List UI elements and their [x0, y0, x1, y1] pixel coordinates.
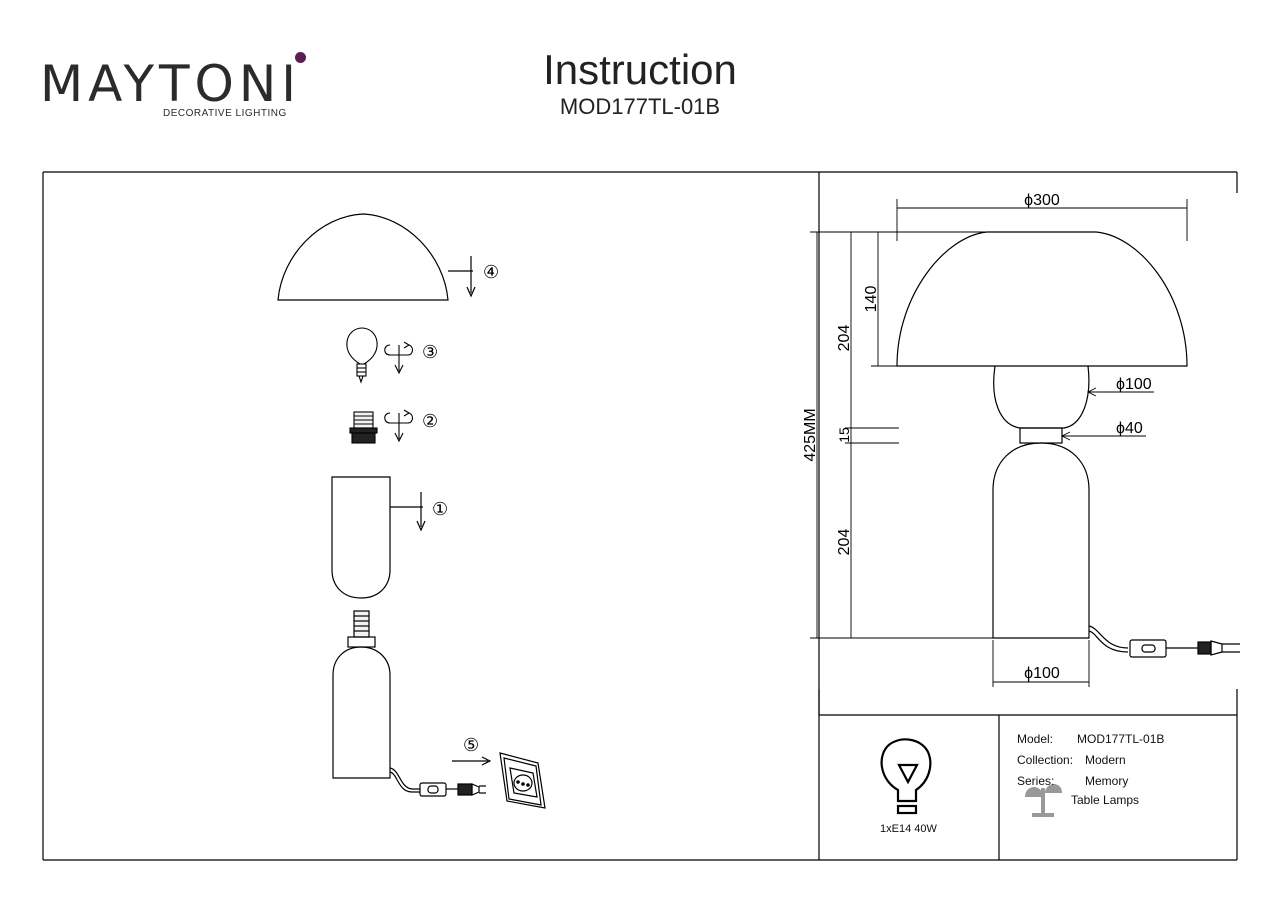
dim-lower-height: 204: [836, 529, 853, 556]
dimension-lines: [810, 199, 1188, 687]
step-2-label: ②: [422, 411, 438, 431]
dim-shade-diameter: ϕ300: [1024, 192, 1060, 209]
assembly-shade: [277, 213, 476, 301]
collection-value: Modern: [1085, 753, 1126, 767]
dim-upper-height: 204: [836, 325, 853, 352]
page-title: Instruction: [543, 46, 737, 93]
model-value: MOD177TL-01B: [1077, 732, 1165, 746]
dim-shade-height: 140: [863, 286, 880, 313]
step-4-label: ④: [483, 262, 499, 282]
series-value: Memory: [1085, 774, 1129, 788]
bulb-icon: [880, 738, 932, 815]
step-3-label: ③: [422, 342, 438, 362]
dim-holder-diameter: ϕ100: [1116, 376, 1152, 393]
brand-tagline: DECORATIVE LIGHTING: [163, 108, 287, 119]
dim-ring-diameter: ϕ40: [1116, 420, 1143, 437]
model-label: Model:: [1017, 732, 1054, 746]
brand-logo: MAYTONI DECORATIVE LIGHTING: [40, 46, 310, 126]
category-value: Table Lamps: [1071, 793, 1140, 807]
bulb-caption: 1xE14 40W: [880, 823, 937, 835]
dim-base-diameter: ϕ100: [1024, 665, 1060, 682]
brand-dot: [295, 52, 306, 63]
collection-label: Collection:: [1017, 753, 1074, 767]
assembly-upper-cover: [331, 476, 426, 599]
table-lamp-icon: [1025, 784, 1062, 817]
assembly-base: [332, 610, 492, 797]
page-model: MOD177TL-01B: [559, 94, 721, 119]
assembly-socket: [349, 409, 414, 444]
brand-name: MAYTONI: [40, 55, 302, 113]
step-1-label: ①: [432, 499, 448, 519]
step-5-label: ⑤: [463, 735, 479, 755]
dim-ring-height: 15: [836, 427, 852, 443]
wall-outlet-icon: [499, 752, 546, 809]
dim-total-height: 425MM: [802, 408, 819, 461]
series-label: Series:: [1017, 774, 1055, 788]
lamp-elevation: [896, 231, 1240, 658]
assembly-bulb: [346, 327, 414, 384]
